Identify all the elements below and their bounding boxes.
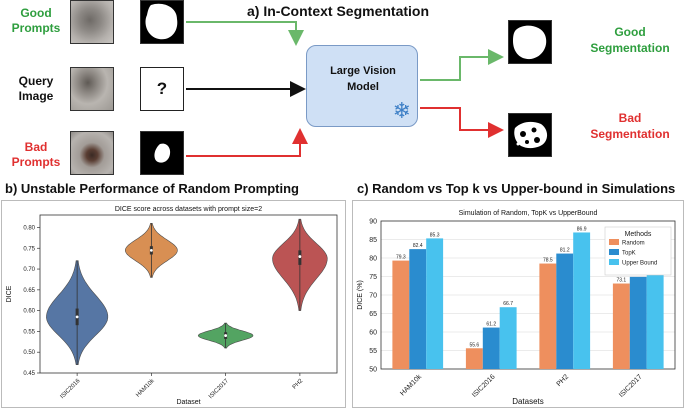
bar-topk [409, 249, 427, 369]
violin-y-axis-label: DICE [6, 285, 13, 302]
bar-upper-bound [646, 268, 664, 369]
part-a-arrows [186, 21, 504, 157]
bar-topk [482, 327, 500, 369]
violin-plot-frame [39, 214, 338, 374]
bar-y-tick-label: 75 [369, 274, 377, 281]
bar-legend-swatch [609, 259, 619, 265]
bad-output-arrow [420, 107, 504, 138]
good-segmentation-label: Good Segmentation [590, 25, 670, 55]
bar-value-label: 55.6 [469, 342, 479, 348]
violin-chart-title: DICE score across datasets with prompt s… [115, 206, 262, 213]
bar-legend-swatch [609, 249, 619, 255]
violin-y-tick-label: 0.60 [23, 309, 35, 315]
bar-upper-bound [426, 238, 444, 369]
bar-upper-bound [573, 232, 591, 369]
part-a-title: a) In-Context Segmentation [247, 3, 430, 19]
violin-x-tick-label: ISIC2017 [208, 378, 230, 400]
bar-panel: Simulation of Random, TopK vs UpperBound… [352, 200, 684, 408]
bad-prompts-label: Bad Prompts [11, 140, 61, 169]
good-segmentation-mask [508, 20, 552, 64]
violin-y-tick-label: 0.65 [23, 288, 35, 294]
violin-median-dot [224, 334, 228, 337]
bad-segmentation-mask [508, 113, 552, 157]
bar-value-label: 81.2 [560, 248, 570, 254]
bar-x-tick-label: ISIC2016 [471, 373, 497, 399]
bad-prompt-mask [140, 131, 184, 175]
bar-chart: Simulation of Random, TopK vs UpperBound… [357, 210, 676, 406]
bar-legend-label: Random [622, 241, 645, 247]
bar-value-label: 73.1 [616, 278, 626, 284]
query-mask-unknown: ? [140, 67, 184, 111]
violin-median-dot [75, 315, 79, 319]
violin-x-tick-label: HAM10k [135, 377, 156, 398]
bar-x-tick-label: ISIC2017 [618, 373, 644, 399]
violin-y-tick-label: 0.70 [23, 267, 35, 273]
bar-chart-title: Simulation of Random, TopK vs UpperBound [459, 210, 598, 217]
bad-prompt-arrow [186, 128, 308, 157]
bar-x-axis-label: Datasets [512, 397, 544, 406]
bar-x-tick-label: HAM10k [399, 373, 423, 397]
bar-random [392, 260, 410, 369]
bar-y-tick-label: 60 [369, 330, 377, 337]
bar-x-tick-label: PH2 [556, 373, 571, 388]
violin-x-tick-label: PH2 [292, 378, 305, 391]
bar-y-tick-label: 65 [369, 311, 377, 318]
bar-value-label: 78.5 [543, 258, 553, 264]
violin-y-tick-label: 0.55 [23, 329, 35, 335]
bar-value-label: 86.9 [577, 226, 587, 232]
bad-segmentation-label: Bad Segmentation [590, 111, 670, 141]
bar-y-tick-label: 55 [369, 348, 377, 355]
bar-value-label: 66.7 [503, 301, 513, 307]
large-vision-model-box: Large Vision Model ❄ [306, 45, 418, 127]
violin-y-tick-label: 0.80 [23, 225, 35, 231]
bar-legend-label: Upper Bound [622, 261, 657, 267]
question-mark: ? [156, 79, 168, 98]
bar-value-label: 61.2 [486, 322, 496, 328]
bar-y-tick-label: 80 [369, 256, 377, 263]
bar-value-label: 85.3 [430, 232, 440, 238]
bar-topk [556, 253, 574, 369]
violin-y-tick-label: 0.45 [23, 371, 35, 377]
bar-value-label: 82.4 [413, 243, 423, 249]
bar-legend-title: Methods [625, 231, 652, 238]
good-prompts-label: Good Prompts [11, 6, 61, 35]
bar-random [612, 283, 630, 369]
part-b-title: b) Unstable Performance of Random Prompt… [5, 181, 299, 196]
violin-median-dot [149, 248, 153, 252]
violin-panel: DICE score across datasets with prompt s… [1, 200, 346, 408]
snowflake-icon: ❄ [392, 99, 411, 124]
bar-legend-label: TopK [622, 251, 636, 257]
bar-value-label: 79.3 [396, 255, 406, 261]
violin-median-dot [298, 255, 302, 258]
query-image [70, 67, 114, 111]
query-image-label: Query Image [18, 74, 54, 103]
bar-upper-bound [499, 307, 517, 369]
bar-plot-frame [380, 220, 676, 370]
model-label: Large Vision Model [330, 65, 396, 93]
violin-y-tick-label: 0.50 [23, 350, 35, 356]
good-prompt-image [70, 0, 114, 44]
bar-y-tick-label: 85 [369, 237, 377, 244]
bar-y-tick-label: 70 [369, 293, 377, 300]
bar-y-tick-label: 50 [369, 367, 377, 374]
bar-y-axis-label: DICE (%) [357, 280, 364, 310]
part-c-title: c) Random vs Top k vs Upper-bound in Sim… [357, 181, 676, 196]
violin-y-tick-label: 0.75 [23, 246, 35, 252]
bar-y-tick-label: 90 [369, 219, 377, 226]
bar-random [539, 263, 557, 369]
violin-x-tick-label: ISIC2016 [60, 378, 82, 400]
bar-random [465, 348, 483, 369]
good-prompt-arrow [186, 21, 304, 46]
violin-x-axis-label: Dataset [176, 399, 200, 406]
bar-topk [629, 276, 647, 369]
bar-legend-swatch [609, 239, 619, 245]
good-prompt-mask [140, 0, 184, 44]
violin-chart: DICE score across datasets with prompt s… [6, 206, 338, 406]
good-output-arrow [420, 49, 504, 81]
bad-prompt-image [70, 131, 114, 175]
